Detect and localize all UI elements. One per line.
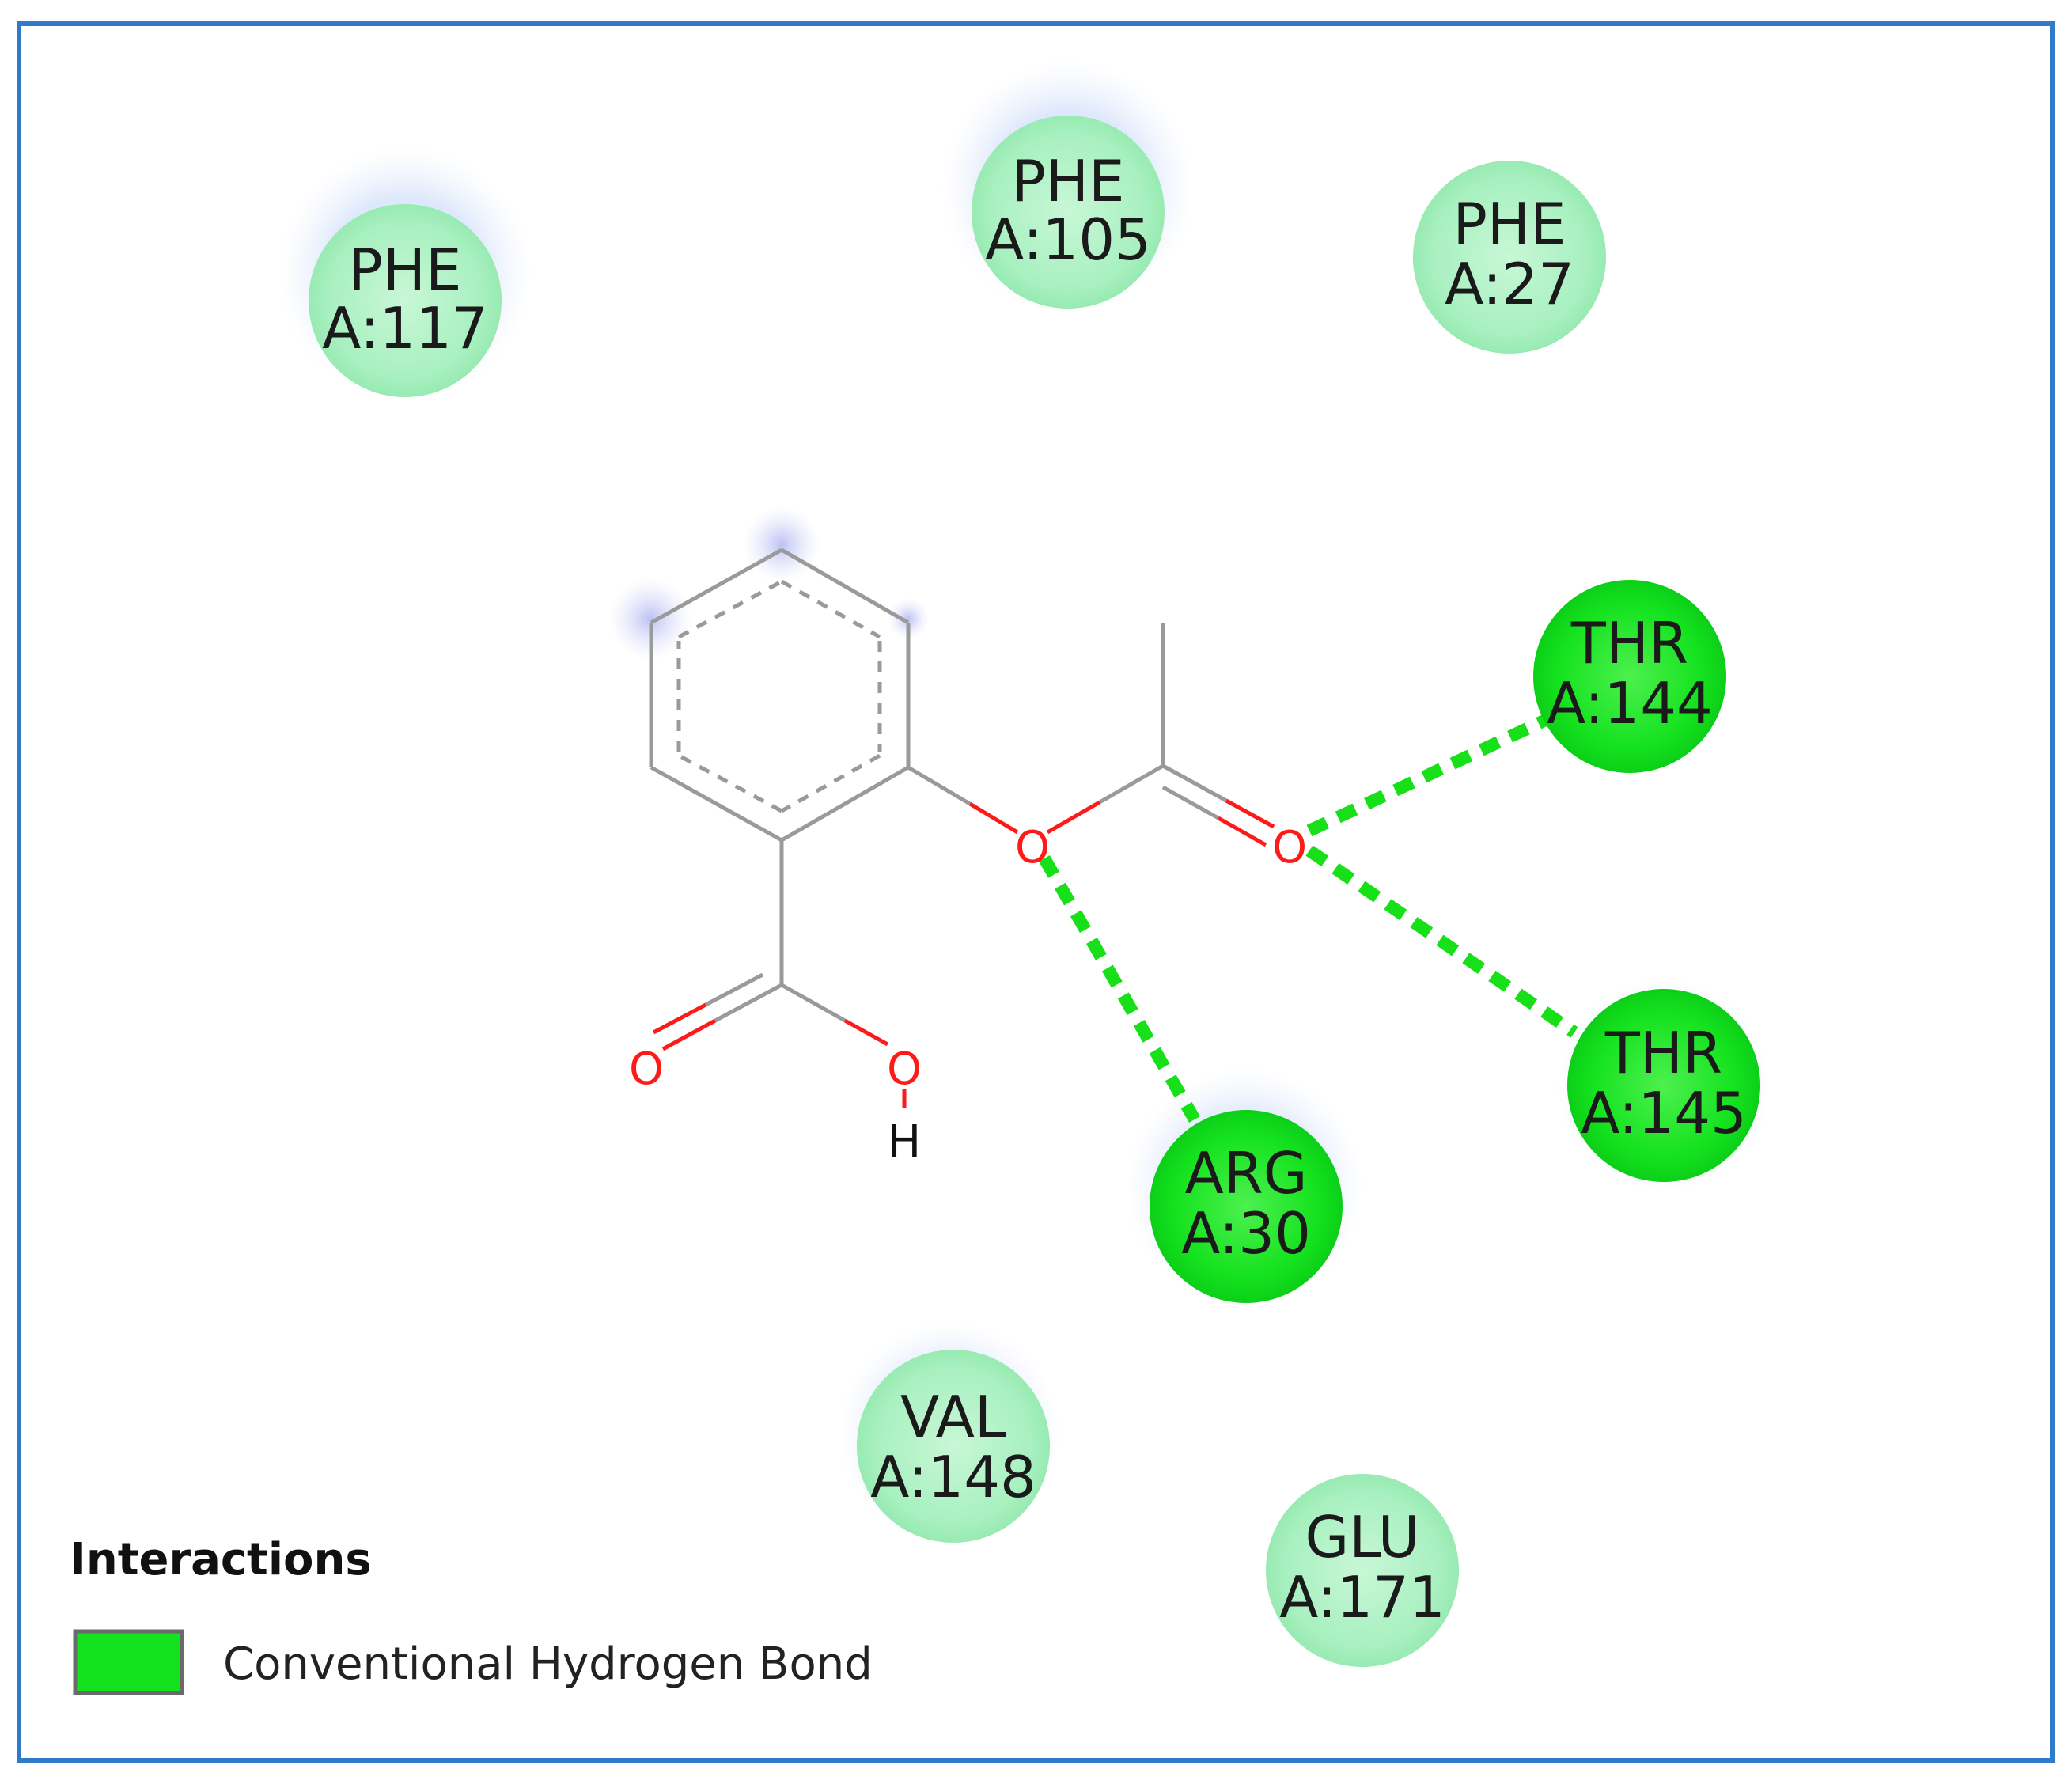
atom-acid-carbonyl-oxygen: O bbox=[629, 1044, 664, 1095]
bond-acid-co-red-1 bbox=[661, 1018, 717, 1051]
residue-name: THR bbox=[1604, 1020, 1722, 1086]
residue-number: A:27 bbox=[1445, 251, 1574, 317]
legend-swatch-hbond bbox=[73, 1629, 184, 1695]
bond-carbonyl-grey-1 bbox=[1161, 763, 1228, 803]
legend: Interactions Conventional Hydrogen Bond bbox=[70, 1534, 873, 1695]
residue-name: GLU bbox=[1305, 1504, 1419, 1570]
residue-name: PHE bbox=[348, 237, 461, 303]
residue-phe117: PHE A:117 bbox=[309, 204, 502, 397]
bond-ester-o-c-grey bbox=[1098, 763, 1165, 805]
bond-ester-o-c-red bbox=[1046, 800, 1101, 835]
residue-name: PHE bbox=[1011, 148, 1124, 214]
residue-phe27: PHE A:27 bbox=[1413, 161, 1606, 354]
bond-ring-6 bbox=[650, 547, 783, 625]
atom-halo-c1 bbox=[888, 598, 929, 639]
bond-acid-oh-red bbox=[843, 1018, 889, 1047]
residue-name: ARG bbox=[1184, 1140, 1307, 1207]
residue-number: A:117 bbox=[322, 295, 488, 362]
bond-carbonyl-grey-2 bbox=[1161, 785, 1220, 820]
hbond-carbonyl-thr144 bbox=[1306, 706, 1566, 837]
atom-carbonyl-oxygen: O bbox=[1272, 822, 1307, 873]
hbond-carbonyl-thr145 bbox=[1305, 845, 1578, 1038]
residue-number: A:144 bbox=[1547, 670, 1713, 737]
residue-name: THR bbox=[1570, 610, 1688, 676]
bond-acid-co-grey-1 bbox=[714, 983, 783, 1023]
hbond-ester-arg30 bbox=[1039, 855, 1200, 1123]
atom-halo-c6 bbox=[744, 506, 820, 582]
ligand-bonds bbox=[649, 547, 1275, 1108]
residue-thr145: THR A:145 bbox=[1567, 989, 1760, 1182]
residue-name: PHE bbox=[1453, 191, 1566, 257]
residue-arg30: ARG A:30 bbox=[1150, 1110, 1343, 1303]
residue-number: A:145 bbox=[1581, 1080, 1747, 1146]
residue-thr144: THR A:144 bbox=[1533, 580, 1726, 773]
bond-ring-ester-o-red bbox=[968, 801, 1019, 835]
residue-number: A:105 bbox=[985, 206, 1151, 273]
atom-hydroxyl-oxygen: O bbox=[887, 1044, 922, 1095]
residue-name: VAL bbox=[900, 1384, 1006, 1450]
ligand-atom-halos bbox=[609, 506, 929, 660]
residues: PHE A:117 PHE A:105 PHE A:27 THR A:144 T… bbox=[309, 116, 1760, 1667]
residue-number: A:148 bbox=[870, 1444, 1036, 1510]
residue-number: A:171 bbox=[1279, 1564, 1445, 1631]
atom-ester-oxygen: O bbox=[1015, 822, 1050, 873]
bond-acid-co-red-2 bbox=[652, 1002, 707, 1035]
residue-val148: VAL A:148 bbox=[857, 1350, 1050, 1543]
hbond-lines bbox=[1039, 706, 1578, 1123]
bond-ring-ester-o-grey bbox=[907, 765, 972, 806]
residue-number: A:30 bbox=[1181, 1200, 1311, 1267]
ligand-atom-labels: O O O O H bbox=[629, 822, 1307, 1168]
atom-hydroxyl-hydrogen: H bbox=[888, 1116, 921, 1168]
legend-label-hbond: Conventional Hydrogen Bond bbox=[223, 1638, 873, 1690]
residue-phe105: PHE A:105 bbox=[972, 116, 1165, 309]
bond-acid-co-grey-2 bbox=[704, 972, 764, 1007]
residue-glu171: GLU A:171 bbox=[1266, 1474, 1459, 1667]
bond-acid-oh-grey bbox=[780, 983, 847, 1023]
bond-carbonyl-red-2 bbox=[1217, 816, 1267, 847]
bond-ring-4 bbox=[650, 765, 783, 843]
bond-ring-3 bbox=[780, 765, 910, 843]
bond-carbonyl-red-1 bbox=[1225, 798, 1275, 829]
legend-title: Interactions bbox=[70, 1534, 372, 1585]
atom-halo-c5 bbox=[609, 578, 691, 660]
bond-ring-1 bbox=[780, 547, 910, 625]
